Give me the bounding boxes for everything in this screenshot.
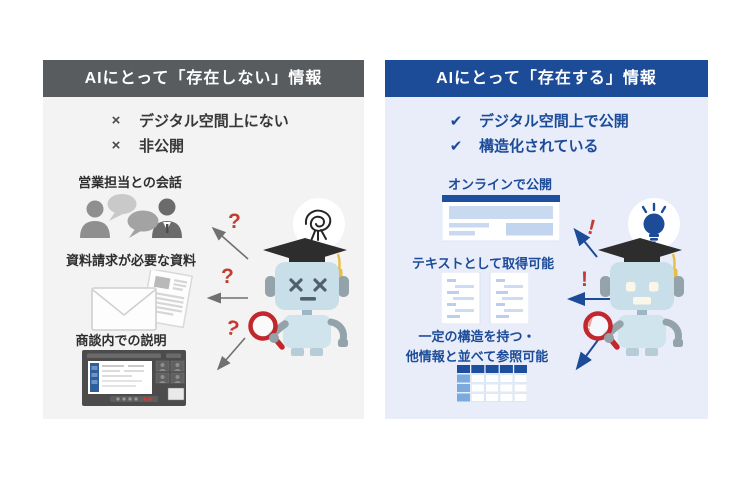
criteria-row: × 非公開 (103, 133, 289, 158)
item-label-meeting-explanation: 商談内での説明 (75, 333, 167, 348)
left-panel-title: AIにとって「存在しない」情報 (43, 60, 364, 97)
criteria-text: 非公開 (139, 138, 185, 155)
criteria-row: ✔ デジタル空間上で公開 (443, 108, 629, 133)
mail-request-document-icon (88, 268, 198, 337)
question-mark: ? (221, 265, 234, 288)
panel-existent-info: AIにとって「存在する」情報 ✔ デジタル空間上で公開 ✔ 構造化されている オ… (385, 60, 708, 419)
robot-confused (241, 176, 381, 366)
item-label-requested-materials: 資料請求が必要な資料 (65, 253, 196, 268)
cross-mark-icon: × (111, 112, 121, 129)
happy-eyes-icon (626, 282, 659, 292)
text-documents-icon (440, 271, 530, 329)
magnifier-icon (248, 311, 285, 350)
item-label-structured-line1: 一定の構造を持つ・ (418, 329, 536, 344)
item-label-sales-conversation: 営業担当との会話 (78, 175, 182, 190)
structured-table-icon (457, 365, 528, 408)
question-mark: ? (223, 315, 242, 342)
left-criteria-list: × デジタル空間上にない × 非公開 (103, 108, 289, 158)
check-mark-icon: ✔ (449, 137, 463, 155)
item-label-structured-line2: 他情報と並べて参照可能 (405, 349, 549, 365)
cross-mark-icon: × (111, 137, 121, 154)
criteria-row: ✔ 構造化されている (443, 133, 629, 158)
lightbulb-icon (641, 202, 667, 244)
right-panel-title: AIにとって「存在する」情報 (385, 60, 708, 97)
web-page-icon (441, 194, 561, 247)
magnifier-icon (583, 311, 620, 350)
sales-conversation-icon (75, 192, 187, 243)
item-label-published-online: オンラインで公開 (447, 177, 552, 192)
scribble-icon (304, 209, 332, 242)
item-label-text-available: テキストとして取得可能 (411, 256, 555, 271)
item-label-structured: 一定の構造を持つ・ 他情報と並べて参照可能 (397, 327, 557, 367)
right-criteria-list: ✔ デジタル空間上で公開 ✔ 構造化されている (443, 108, 629, 158)
question-mark: ? (228, 210, 241, 233)
criteria-text: 構造化されている (479, 138, 599, 155)
online-meeting-screen-icon (82, 350, 186, 411)
exclamation-mark: ! (581, 268, 588, 291)
criteria-row: × デジタル空間上にない (103, 108, 289, 133)
check-mark-icon: ✔ (449, 112, 463, 130)
panel-nonexistent-info: AIにとって「存在しない」情報 × デジタル空間上にない × 非公開 営業担当と… (43, 60, 364, 419)
x-eyes-icon (289, 278, 327, 292)
criteria-text: デジタル空間上にない (139, 113, 289, 130)
robot-enlightened (576, 176, 716, 366)
criteria-text: デジタル空間上で公開 (479, 113, 629, 130)
